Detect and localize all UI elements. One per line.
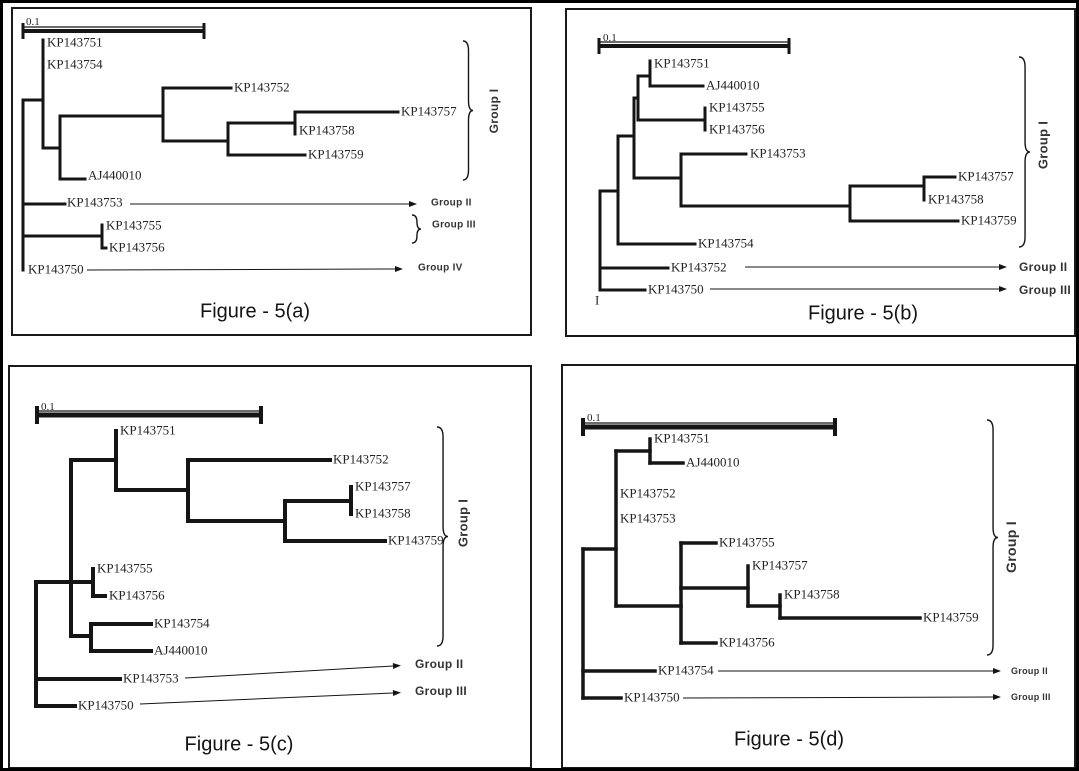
group-arrow bbox=[86, 268, 396, 271]
group-brace bbox=[986, 419, 999, 656]
group-brace bbox=[436, 426, 449, 647]
panel-figure-5a bbox=[11, 7, 532, 336]
arrowhead-icon bbox=[993, 668, 1001, 674]
group-arrow bbox=[682, 696, 994, 699]
arrowhead-icon bbox=[999, 286, 1007, 292]
panel-figure-5d bbox=[561, 364, 1076, 768]
arrowhead-icon bbox=[392, 663, 401, 669]
group-arrow bbox=[139, 692, 394, 705]
arrowhead-icon bbox=[394, 266, 403, 272]
group-brace bbox=[462, 40, 474, 181]
arrowhead-icon bbox=[409, 201, 417, 207]
group-arrow bbox=[184, 665, 394, 679]
arrowhead-icon bbox=[392, 690, 401, 696]
group-brace bbox=[411, 214, 422, 244]
arrowhead-icon bbox=[999, 264, 1007, 270]
arrowhead-icon bbox=[992, 694, 1001, 700]
panel-figure-5c bbox=[8, 365, 532, 768]
group-brace bbox=[1018, 56, 1031, 248]
tree-lines-svg bbox=[21, 23, 1031, 708]
